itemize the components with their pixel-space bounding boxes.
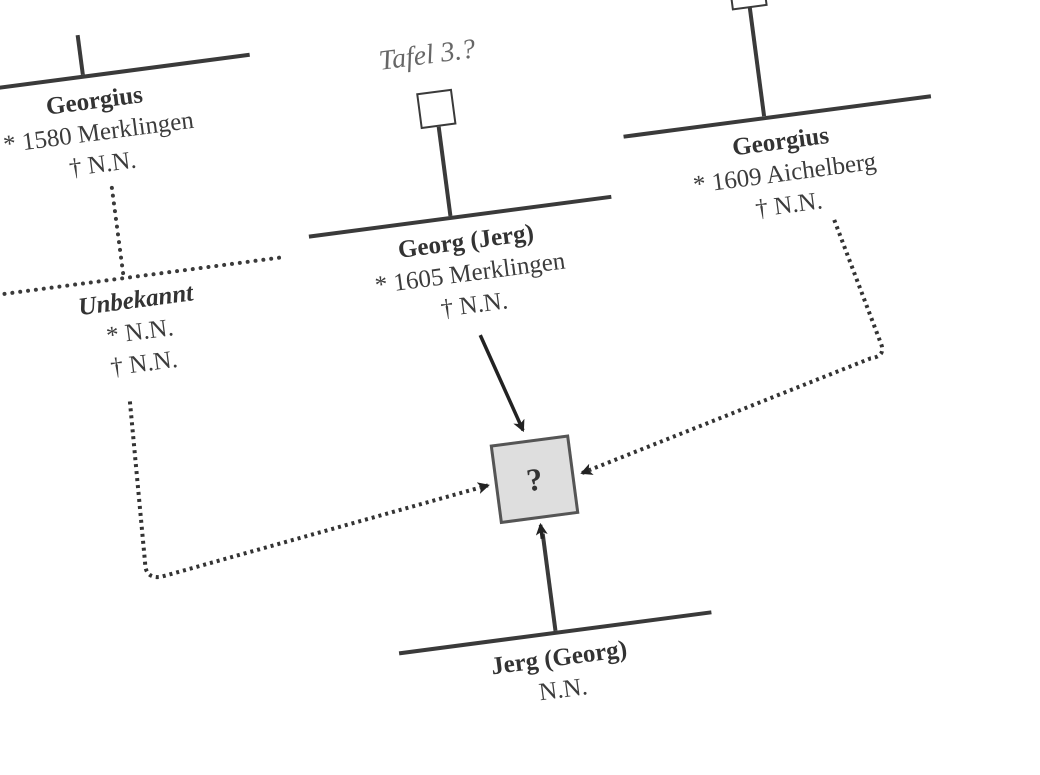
arrow-from-georg-jerg	[478, 334, 525, 433]
family-tree-rotated: Georgius * 1580 Merklingen † N.N. Unbeka…	[0, 0, 932, 706]
arrow-from-unbekannt	[127, 401, 490, 580]
connector-lines	[127, 219, 885, 580]
arrow-from-georgius-1609	[580, 219, 885, 475]
arrow-from-jerg-georg	[535, 522, 548, 539]
family-tree-canvas: Georgius * 1580 Merklingen † N.N. Unbeka…	[0, 0, 932, 706]
